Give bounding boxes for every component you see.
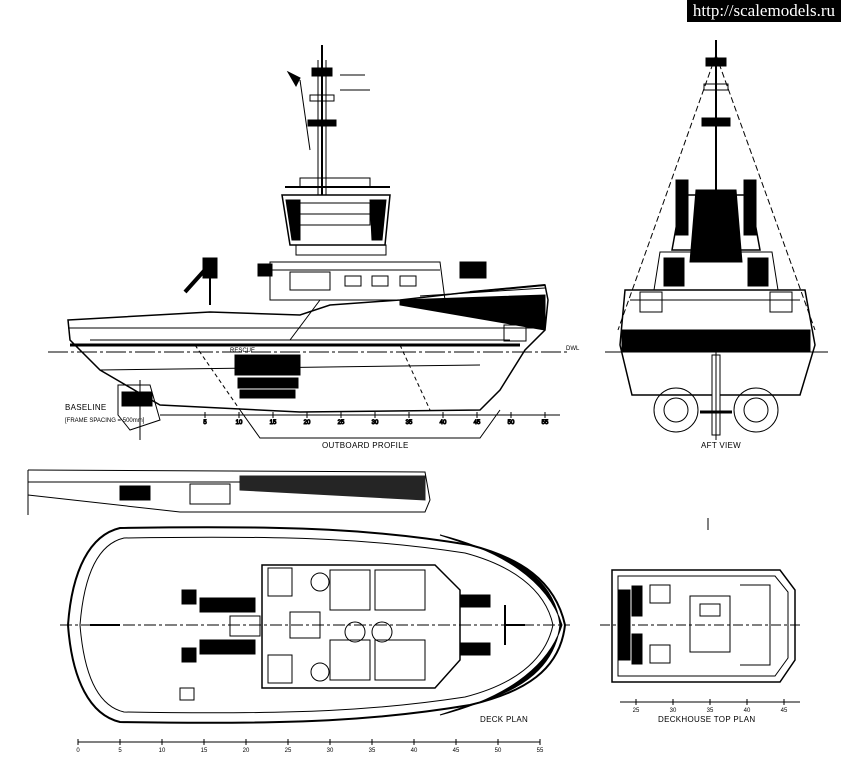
profile-mast xyxy=(286,45,370,195)
fuel-label: FUEL xyxy=(255,379,271,385)
scale-tick-label: 35 xyxy=(406,420,413,426)
deckhouse-top-plan-view xyxy=(600,569,800,683)
deck-plan-title: DECK PLAN xyxy=(480,715,528,724)
outboard-profile-title: OUTBOARD PROFILE xyxy=(322,441,409,450)
rescue-label: RESCUE xyxy=(230,348,255,354)
dwl-label: DWL xyxy=(566,346,580,352)
scale-tick-label: 40 xyxy=(440,420,447,426)
aft-view xyxy=(605,40,830,440)
scale-tick-label: 30 xyxy=(372,420,379,426)
aft-view-title: AFT VIEW xyxy=(701,441,741,450)
scale-tick-label: 5 xyxy=(118,748,122,754)
scale-tick-label: 25 xyxy=(633,708,640,714)
scale-tick-label: 50 xyxy=(508,420,515,426)
scale-tick-label: 25 xyxy=(338,420,345,426)
scale-tick-label: 45 xyxy=(781,708,788,714)
baseline-label: BASELINE xyxy=(65,403,107,412)
frame-spacing-note: [FRAME SPACING = 500mm] xyxy=(65,418,145,424)
watermark: http://scalemodels.ru xyxy=(686,0,841,22)
profile-underwater xyxy=(117,344,501,440)
deck-plan-view xyxy=(60,526,570,724)
scale-tick-label: 15 xyxy=(201,748,208,754)
scale-tick-label: 10 xyxy=(159,748,166,754)
scale-tick-label: 30 xyxy=(670,708,677,714)
scale-tick-label: 40 xyxy=(411,748,418,754)
scale-tick-label: 25 xyxy=(285,748,292,754)
scale-tick-label: 45 xyxy=(453,748,460,754)
scale-tick-label: 55 xyxy=(537,748,544,754)
scale-tick-label: 0 xyxy=(76,748,80,754)
scale-tick-label: 50 xyxy=(495,748,502,754)
deckhouse-top-plan-title: DECKHOUSE TOP PLAN xyxy=(658,715,755,724)
profile-crane xyxy=(183,257,218,305)
scale-tick-label: 35 xyxy=(707,708,714,714)
profile-strip xyxy=(27,469,431,515)
deck-ticks: 0 5 10 15 20 25 30 35 40 45 50 55 xyxy=(76,739,544,754)
deckhouse-ticks: 25 30 35 40 45 xyxy=(633,699,788,714)
scale-tick-label: 40 xyxy=(744,708,751,714)
scale-tick-label: 20 xyxy=(304,420,311,426)
scale-tick-label: 45 xyxy=(474,420,481,426)
scale-tick-label: 5 xyxy=(203,420,207,426)
scale-tick-label: 30 xyxy=(327,748,334,754)
scale-tick-label: 10 xyxy=(236,420,243,426)
scale-tick-label: 55 xyxy=(542,420,549,426)
scale-tick-label: 15 xyxy=(270,420,277,426)
scale-tick-label: 20 xyxy=(243,748,250,754)
profile-wheelhouse xyxy=(281,177,391,256)
scale-tick-label: 35 xyxy=(369,748,376,754)
outboard-profile-view: 5 10 15 20 25 30 35 40 45 50 55 xyxy=(48,45,570,440)
profile-ticks: 5 10 15 20 25 30 35 40 45 50 55 xyxy=(203,412,549,427)
